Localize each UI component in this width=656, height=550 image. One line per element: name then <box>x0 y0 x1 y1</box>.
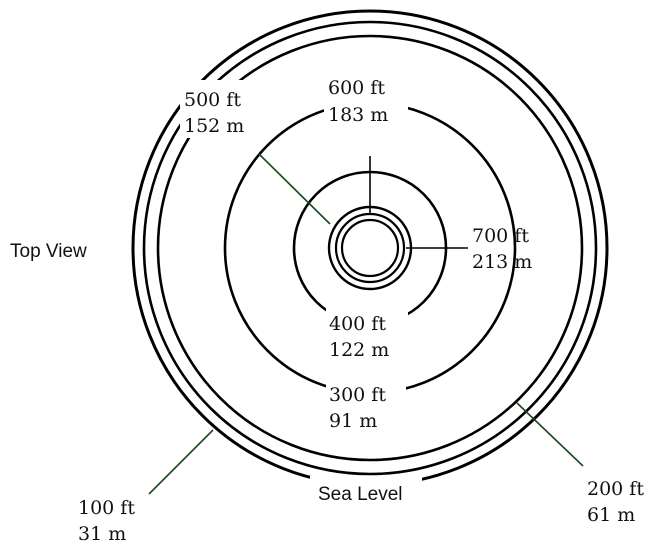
sea-level-label: Sea Level <box>318 484 403 505</box>
leader-line-500ft <box>258 153 331 225</box>
label-61m: 61 m <box>587 504 635 526</box>
label-gap-400 <box>326 306 408 358</box>
label-gap-300 <box>326 378 406 430</box>
label-100ft: 100 ft <box>78 497 135 519</box>
label-gap-500 <box>180 80 255 138</box>
label-gap-sea-level <box>310 476 422 506</box>
contour-ring-100ft <box>142 20 598 476</box>
contour-ring-200ft <box>156 34 584 462</box>
label-600ft: 600 ft <box>328 77 385 99</box>
contour-ring-700ft <box>340 218 400 278</box>
label-500ft: 500 ft <box>184 89 241 111</box>
label-200ft: 200 ft <box>587 478 644 500</box>
label-122m: 122 m <box>329 339 389 361</box>
leader-line-200ft <box>516 402 584 467</box>
label-213m: 213 m <box>472 251 532 273</box>
contour-ring-600ft <box>334 212 406 284</box>
leader-line-100ft <box>148 429 214 495</box>
label-91m: 91 m <box>329 410 377 432</box>
label-152m: 152 m <box>184 115 244 137</box>
label-300ft: 300 ft <box>329 384 386 406</box>
top-view-label: Top View <box>10 241 87 262</box>
label-400ft: 400 ft <box>329 313 386 335</box>
label-31m: 31 m <box>78 523 126 545</box>
label-700ft: 700 ft <box>472 225 529 247</box>
label-183m: 183 m <box>328 104 388 126</box>
label-gap-600 <box>324 98 408 152</box>
